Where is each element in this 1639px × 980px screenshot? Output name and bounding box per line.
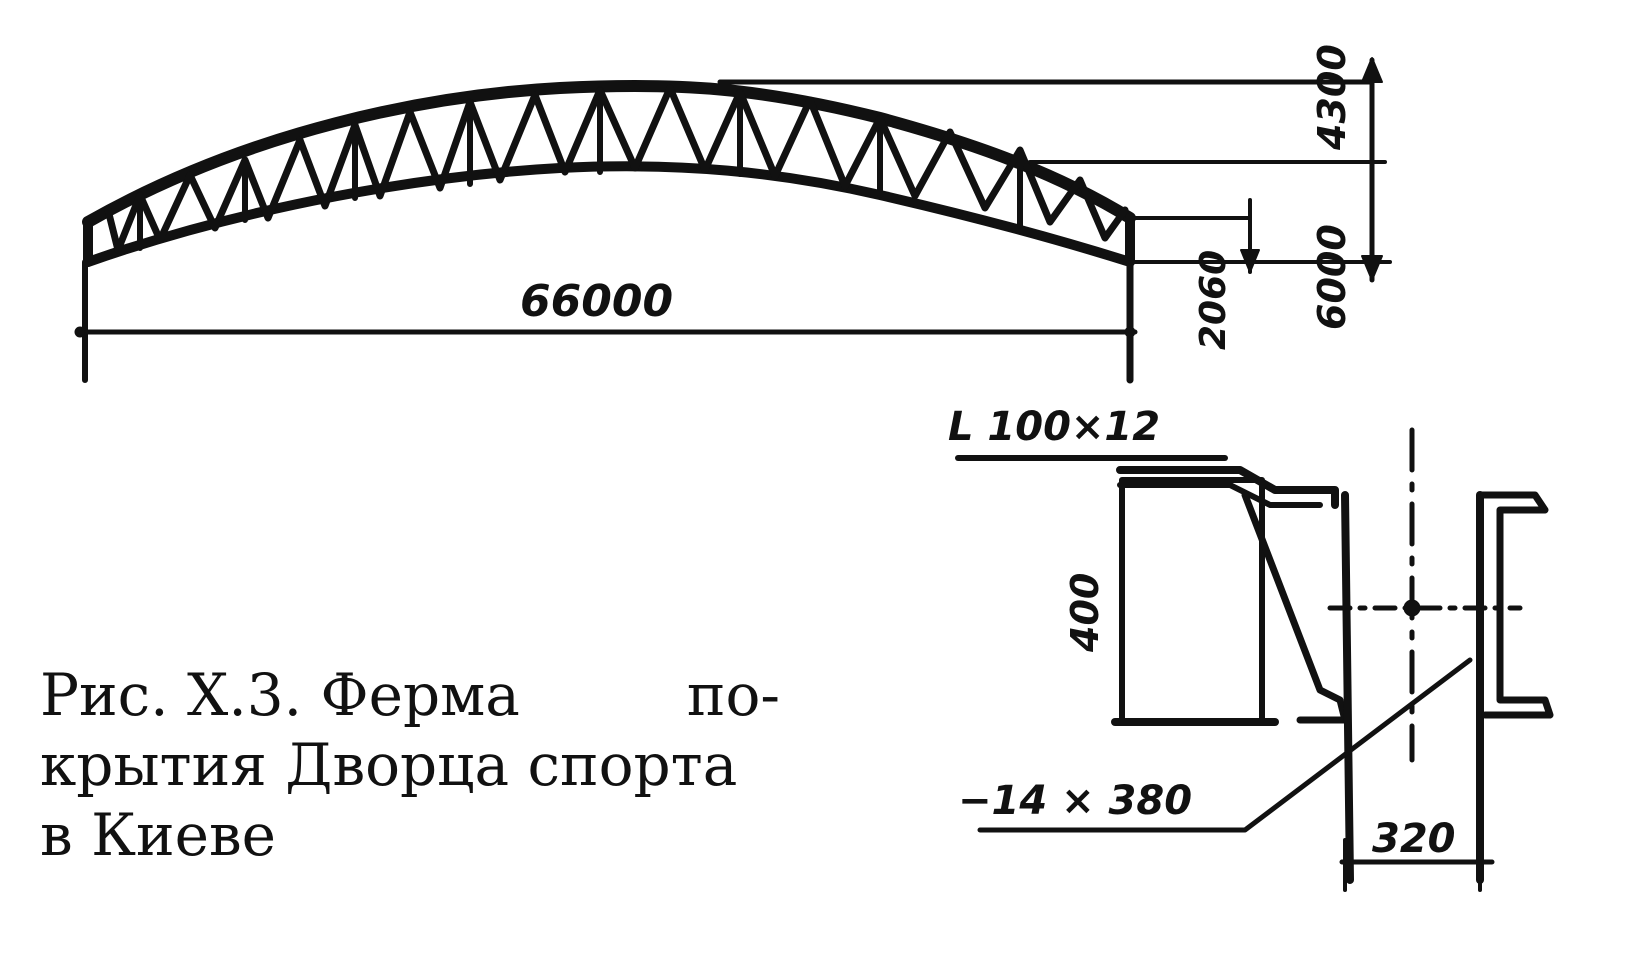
detail-right-angle <box>1476 491 1554 719</box>
truss-verticals <box>137 87 1023 251</box>
detail-angle-label: L 100×12 <box>948 404 1160 450</box>
end-height-label: 2060 <box>1193 250 1234 350</box>
detail-diagonal <box>1241 491 1349 724</box>
truss-web <box>104 84 1129 254</box>
detail-top-inner <box>1117 482 1323 508</box>
caption-line-1-part-2: по- <box>686 661 780 729</box>
caption-line-1-part-1: Рис. X.3. Ферма <box>40 661 520 729</box>
caption-line-2: крытия Дворца спорта <box>40 731 738 799</box>
figure-caption: Рис. X.3. Ферма по- крытия Дворца спорта… <box>40 660 780 870</box>
detail-plate-label: −14 × 380 <box>958 778 1192 824</box>
detail-bolt <box>1403 599 1421 617</box>
caption-line-1: Рис. X.3. Ферма по- <box>40 660 780 730</box>
detail-width-label: 320 <box>1372 816 1456 862</box>
detail-web-box <box>1119 477 1265 725</box>
rise-arrow-icon <box>1361 57 1383 83</box>
span-dimension-tick-right <box>1124 326 1136 338</box>
detail-height-label: 400 <box>1063 573 1107 653</box>
caption-line-3: в Киеве <box>40 801 276 869</box>
span-dimension-tick-left <box>74 326 86 338</box>
end-height-arrow-icon <box>1240 249 1260 273</box>
rise-label: 4300 <box>1310 44 1354 151</box>
span-label: 66000 <box>520 276 673 327</box>
detail-plate-leader <box>977 657 1473 833</box>
detail-left-plate <box>1341 491 1354 884</box>
truss-bottom-chord <box>83 161 1135 267</box>
detail-top-chord <box>1116 466 1339 509</box>
support-arrow-icon <box>1361 255 1383 281</box>
support-height-label: 6000 <box>1310 224 1354 330</box>
